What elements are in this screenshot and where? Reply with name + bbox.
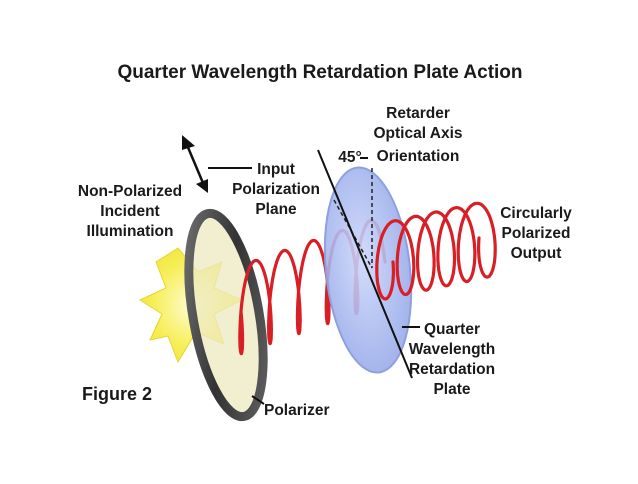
svg-text:Non-Polarized: Non-Polarized bbox=[78, 183, 182, 200]
svg-text:Retarder: Retarder bbox=[386, 105, 450, 122]
svg-text:Polarized: Polarized bbox=[502, 225, 571, 242]
label-retarder-axis: Retarder Optical Axis Orientation bbox=[373, 105, 462, 165]
label-quarter-plate: Quarter Wavelength Retardation Plate bbox=[409, 321, 495, 398]
svg-text:Output: Output bbox=[511, 245, 562, 262]
svg-text:Orientation: Orientation bbox=[377, 148, 460, 165]
svg-text:Polarization: Polarization bbox=[232, 181, 320, 198]
svg-text:Plane: Plane bbox=[255, 201, 297, 218]
svg-text:Illumination: Illumination bbox=[87, 223, 174, 240]
retarder-axis-line bbox=[317, 149, 413, 379]
label-non-polarized: Non-Polarized Incident Illumination bbox=[78, 183, 182, 240]
svg-text:Quarter: Quarter bbox=[424, 321, 480, 338]
svg-text:Circularly: Circularly bbox=[500, 205, 572, 222]
angle-label: 45° bbox=[338, 149, 361, 166]
label-input-plane: Input Polarization Plane bbox=[232, 161, 320, 218]
label-circular-output: Circularly Polarized Output bbox=[500, 205, 572, 262]
polarizer-disc bbox=[184, 208, 268, 422]
svg-text:Incident: Incident bbox=[100, 203, 159, 220]
svg-text:Plate: Plate bbox=[433, 381, 470, 398]
svg-text:Optical Axis: Optical Axis bbox=[373, 125, 462, 142]
polarizer-leader bbox=[251, 395, 265, 405]
label-polarizer: Polarizer bbox=[264, 402, 329, 419]
figure-label: Figure 2 bbox=[82, 384, 152, 404]
svg-text:Wavelength: Wavelength bbox=[409, 341, 495, 358]
svg-text:Input: Input bbox=[257, 161, 295, 178]
diagram-title: Quarter Wavelength Retardation Plate Act… bbox=[117, 62, 522, 83]
double-arrow-icon bbox=[182, 135, 208, 193]
circular-polarized-wave bbox=[375, 201, 497, 301]
svg-text:Retardation: Retardation bbox=[409, 361, 495, 378]
